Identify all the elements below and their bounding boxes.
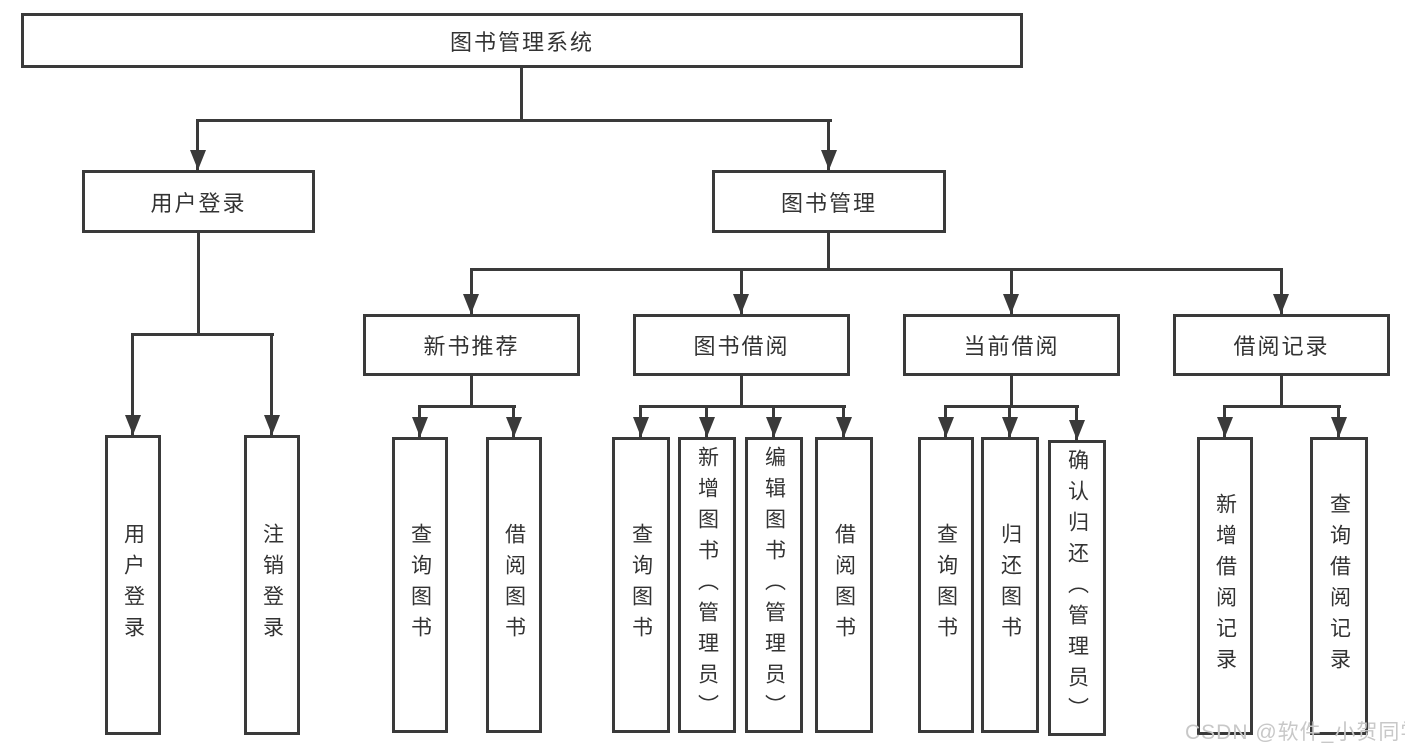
connector-line (1223, 405, 1341, 408)
arrow-down (190, 150, 206, 170)
leaf-add-borrow-record: 新增借阅记录 (1197, 437, 1253, 735)
leaf-confirm-return-admin: 确认归还（管理员） (1048, 440, 1106, 736)
arrow-down (733, 294, 749, 314)
connector-line (131, 333, 134, 435)
arrow-down (633, 417, 649, 437)
leaf-edit-books-admin: 编辑图书（管理员） (745, 437, 803, 733)
leaf-borrow-books-recommend: 借阅图书 (486, 437, 542, 733)
connector-line (470, 376, 473, 407)
arrow-down (506, 417, 522, 437)
connector-line (131, 333, 274, 336)
node-book-management: 图书管理 (712, 170, 946, 233)
arrow-down (1069, 420, 1085, 440)
connector-line (827, 233, 830, 270)
arrow-down (938, 417, 954, 437)
arrow-down (699, 417, 715, 437)
connector-line (740, 268, 743, 314)
connector-line (418, 405, 516, 408)
connector-line (1010, 268, 1013, 314)
node-book-borrowing: 图书借阅 (633, 314, 850, 376)
csdn-watermark: CSDN @软件_小贺同学 (1185, 721, 1405, 744)
connector-line (1280, 376, 1283, 407)
connector-line (827, 119, 830, 170)
connector-line (1280, 268, 1283, 314)
arrow-down (821, 150, 837, 170)
leaf-query-books-borrowing: 查询图书 (612, 437, 670, 733)
leaf-logout: 注销登录 (244, 435, 300, 735)
connector-line (639, 405, 846, 408)
arrow-down (836, 417, 852, 437)
connector-line (470, 268, 1283, 271)
arrow-down (1273, 294, 1289, 314)
arrow-down (1003, 294, 1019, 314)
leaf-query-borrow-record: 查询借阅记录 (1310, 437, 1368, 735)
connector-line (740, 376, 743, 407)
node-library-system: 图书管理系统 (21, 13, 1023, 68)
connector-line (197, 233, 200, 335)
node-new-book-recommend: 新书推荐 (363, 314, 580, 376)
node-borrow-records: 借阅记录 (1173, 314, 1390, 376)
leaf-user-login: 用户登录 (105, 435, 161, 735)
leaf-query-books-current: 查询图书 (918, 437, 974, 733)
arrow-down (125, 415, 141, 435)
arrow-down (463, 294, 479, 314)
arrow-down (766, 417, 782, 437)
leaf-query-books-recommend: 查询图书 (392, 437, 448, 733)
connector-line (196, 119, 832, 122)
leaf-return-books: 归还图书 (981, 437, 1039, 733)
arrow-down (1331, 417, 1347, 437)
arrow-down (264, 415, 280, 435)
connector-line (520, 68, 523, 121)
connector-line (196, 119, 199, 170)
node-current-borrowing: 当前借阅 (903, 314, 1120, 376)
connector-line (944, 405, 1079, 408)
connector-line (470, 268, 473, 314)
arrow-down (412, 417, 428, 437)
node-user-login: 用户登录 (82, 170, 315, 233)
connector-line (1010, 376, 1013, 407)
leaf-add-books-admin: 新增图书（管理员） (678, 437, 736, 733)
arrow-down (1002, 417, 1018, 437)
connector-line (270, 333, 273, 435)
arrow-down (1217, 417, 1233, 437)
leaf-borrow-books-borrowing: 借阅图书 (815, 437, 873, 733)
